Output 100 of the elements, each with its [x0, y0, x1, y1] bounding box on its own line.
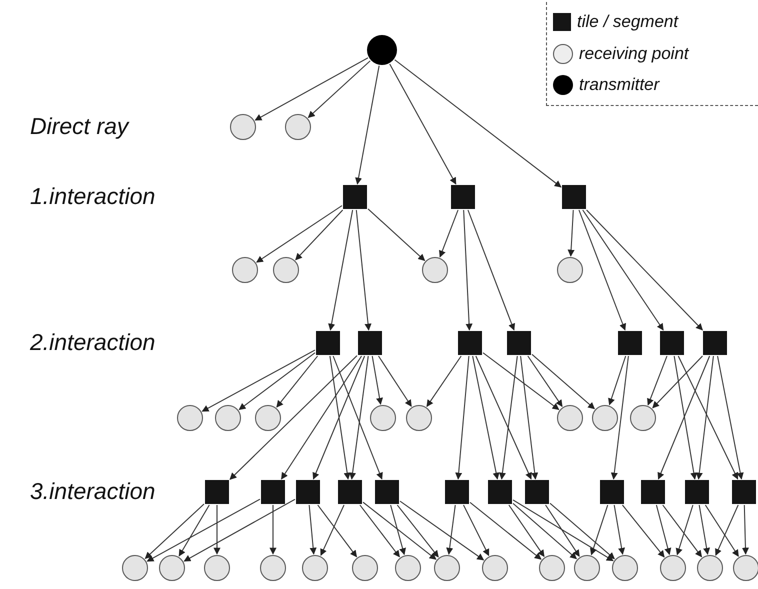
arrow	[202, 350, 316, 412]
tile-square	[660, 331, 684, 355]
arrow	[717, 356, 744, 480]
arrow	[498, 356, 518, 480]
arrow	[455, 356, 470, 480]
tile-square	[600, 480, 624, 504]
arrow	[144, 504, 204, 559]
arrow	[578, 210, 626, 331]
arrow	[178, 504, 210, 557]
arrow	[400, 500, 484, 560]
arrow	[610, 356, 629, 480]
arrow	[230, 355, 358, 480]
arrow	[308, 60, 371, 118]
arrow	[715, 504, 739, 556]
arrow	[470, 502, 542, 560]
arrow	[362, 502, 437, 560]
arrow	[328, 210, 354, 331]
arrow	[704, 504, 739, 557]
arrow	[439, 210, 459, 258]
tile-square	[525, 480, 549, 504]
arrow	[472, 356, 500, 480]
legend-text: transmitter	[579, 74, 660, 96]
arrow	[396, 504, 439, 558]
arrow	[276, 356, 318, 408]
arrow	[280, 356, 362, 480]
arrow	[463, 210, 473, 331]
arrow	[512, 502, 577, 560]
arrow	[238, 352, 316, 410]
arrow	[270, 504, 276, 555]
arrow	[532, 354, 595, 410]
arrow	[676, 504, 694, 556]
arrow	[696, 356, 714, 480]
arrow	[698, 504, 710, 555]
tile-square	[205, 480, 229, 504]
arrow	[586, 210, 703, 330]
arrow	[652, 356, 704, 408]
arrow	[312, 356, 366, 480]
arrow	[656, 504, 672, 556]
arrow	[512, 499, 614, 562]
tile-square	[732, 480, 756, 504]
tile-square	[338, 480, 362, 504]
arrow	[463, 504, 490, 556]
tile-square	[445, 480, 469, 504]
arrow	[356, 210, 372, 331]
arrow	[520, 356, 538, 480]
level-label: 2.interaction	[30, 331, 156, 354]
arrow	[349, 356, 369, 480]
level-label: Direct ray	[30, 115, 128, 138]
arrow	[658, 356, 710, 480]
arrow	[372, 356, 383, 405]
tile-square	[316, 331, 340, 355]
arrow	[647, 356, 668, 406]
tile-square	[685, 480, 709, 504]
tile-square	[562, 185, 586, 209]
arrow	[608, 356, 626, 406]
arrow	[508, 504, 545, 558]
arrow	[368, 208, 426, 262]
arrow	[475, 356, 532, 480]
arrow	[614, 504, 626, 555]
legend-text: tile / segment	[577, 11, 678, 34]
tile-square	[343, 185, 367, 209]
arrow	[568, 210, 575, 257]
tile-square	[641, 480, 665, 504]
level-label: 1.interaction	[30, 185, 156, 208]
arrow	[390, 504, 406, 556]
arrow	[320, 504, 345, 556]
arrow	[426, 356, 462, 407]
arrow	[467, 210, 516, 331]
arrow	[329, 356, 351, 480]
legend-text: receiving point	[579, 42, 689, 65]
arrow	[550, 502, 615, 560]
arrow	[359, 504, 400, 558]
tile-square	[507, 331, 531, 355]
arrow	[674, 356, 698, 480]
tile-square	[261, 480, 285, 504]
arrow	[394, 59, 562, 188]
arrow	[590, 504, 608, 556]
arrow	[214, 504, 220, 555]
arrow	[582, 210, 664, 331]
arrow	[389, 64, 456, 185]
arrow	[662, 504, 702, 558]
arrow	[545, 504, 580, 557]
arrow	[295, 210, 344, 260]
arrow	[332, 356, 383, 480]
arrow	[184, 498, 296, 562]
arrow	[446, 504, 456, 555]
arrow	[527, 356, 563, 407]
arrow	[482, 352, 560, 410]
arrow	[308, 504, 317, 555]
arrow	[317, 504, 358, 558]
tile-square	[296, 480, 320, 504]
arrow	[355, 65, 380, 185]
arrow	[378, 356, 412, 407]
tile-square	[358, 331, 382, 355]
arrow	[622, 504, 665, 558]
arrow	[146, 498, 260, 562]
level-label: 3.interaction	[30, 480, 156, 503]
tile-square	[703, 331, 727, 355]
tile-square	[458, 331, 482, 355]
arrow	[678, 356, 738, 480]
